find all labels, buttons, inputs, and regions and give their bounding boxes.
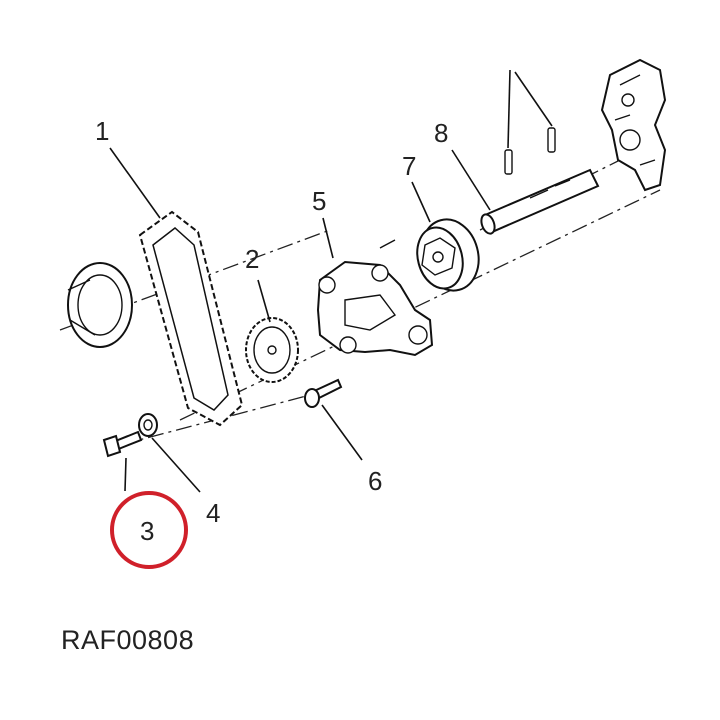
callout-1: 1 (95, 116, 109, 146)
crank-sprocket (67, 262, 133, 348)
leader-lines (109, 69, 553, 493)
callout-5: 5 (312, 186, 326, 216)
callout-labels: 1 2 3 4 5 6 7 8 (95, 116, 448, 546)
pump-body-part-5 (316, 239, 434, 357)
reference-code: RAF00808 (61, 625, 195, 655)
callout-3: 3 (140, 516, 154, 546)
bolt-part-6 (304, 378, 343, 408)
sprocket-part-2 (245, 317, 299, 383)
engine-casing-fragment (600, 58, 667, 192)
bolt-part-3 (102, 430, 143, 458)
callout-2: 2 (245, 244, 259, 274)
chain-part-1 (138, 210, 244, 427)
callout-4: 4 (206, 498, 220, 528)
shaft-part-8 (480, 168, 600, 235)
callout-8: 8 (434, 118, 448, 148)
callout-6: 6 (368, 466, 382, 496)
washer-part-4 (138, 413, 158, 437)
rotor-part-7 (416, 218, 480, 292)
dowel-pins (504, 127, 556, 175)
callout-7: 7 (402, 151, 416, 181)
highlight-ring (110, 491, 188, 569)
